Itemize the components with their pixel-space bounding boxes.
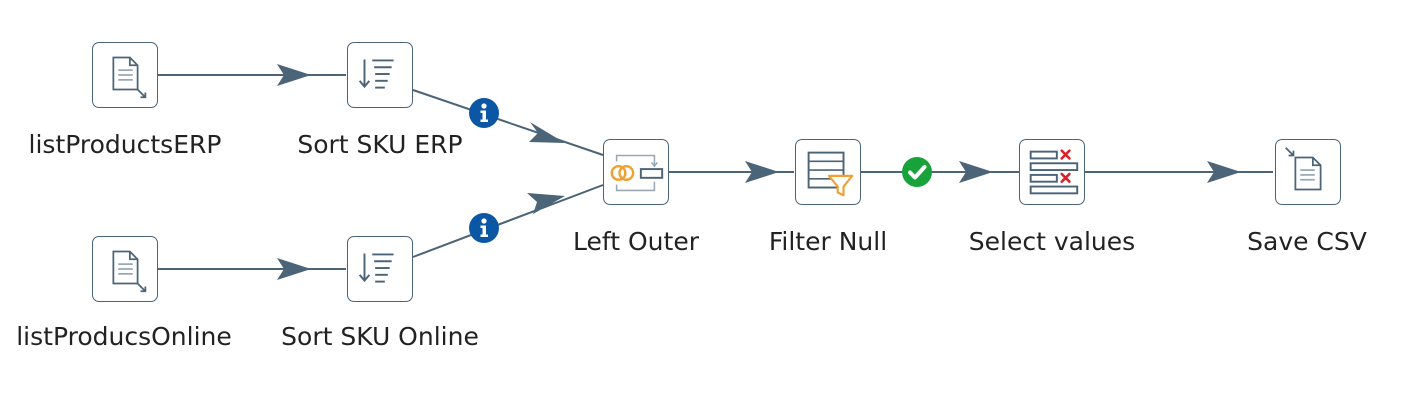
step-listproductserp[interactable] <box>92 42 158 108</box>
step-label: listProducsOnline <box>16 322 232 351</box>
hop-arrowhead <box>959 161 993 183</box>
step-label: Sort SKU ERP <box>297 130 463 159</box>
step-label: listProductsERP <box>28 130 222 159</box>
text-file-input-icon <box>112 56 147 99</box>
text-file-output-icon <box>1285 147 1322 191</box>
hop-arrowhead <box>527 193 565 214</box>
info-icon[interactable] <box>468 212 500 244</box>
step-sort-sku-online[interactable] <box>347 236 413 302</box>
step-label: Save CSV <box>1247 227 1367 256</box>
hop-arrowhead <box>529 122 565 143</box>
info-icon[interactable] <box>468 97 500 129</box>
step-left-outer[interactable] <box>603 139 669 205</box>
filter-rows-icon <box>807 151 854 197</box>
step-select-values[interactable] <box>1019 139 1085 205</box>
check-icon[interactable] <box>901 156 933 188</box>
hop-sortonline-leftouter[interactable] <box>412 184 604 258</box>
step-label: Select values <box>968 227 1136 256</box>
step-label: Filter Null <box>768 227 888 256</box>
sort-rows-icon <box>358 59 394 89</box>
step-save-csv[interactable] <box>1275 139 1341 205</box>
sort-rows-icon <box>358 253 394 283</box>
select-values-icon <box>1029 149 1079 195</box>
step-label: Sort SKU Online <box>281 322 479 351</box>
step-label: Left Outer <box>573 227 699 256</box>
hop-sorterp-leftouter[interactable] <box>412 89 604 156</box>
merge-join-icon <box>610 154 664 192</box>
step-filter-null[interactable] <box>795 139 861 205</box>
step-sort-sku-erp[interactable] <box>347 42 413 108</box>
text-file-input-icon <box>112 250 147 293</box>
hop-arrowhead <box>745 161 779 183</box>
step-listproducsonline[interactable] <box>92 236 158 302</box>
hop-arrowhead <box>277 64 311 86</box>
hop-arrowhead <box>1207 161 1241 183</box>
hop-arrowhead <box>277 258 311 280</box>
